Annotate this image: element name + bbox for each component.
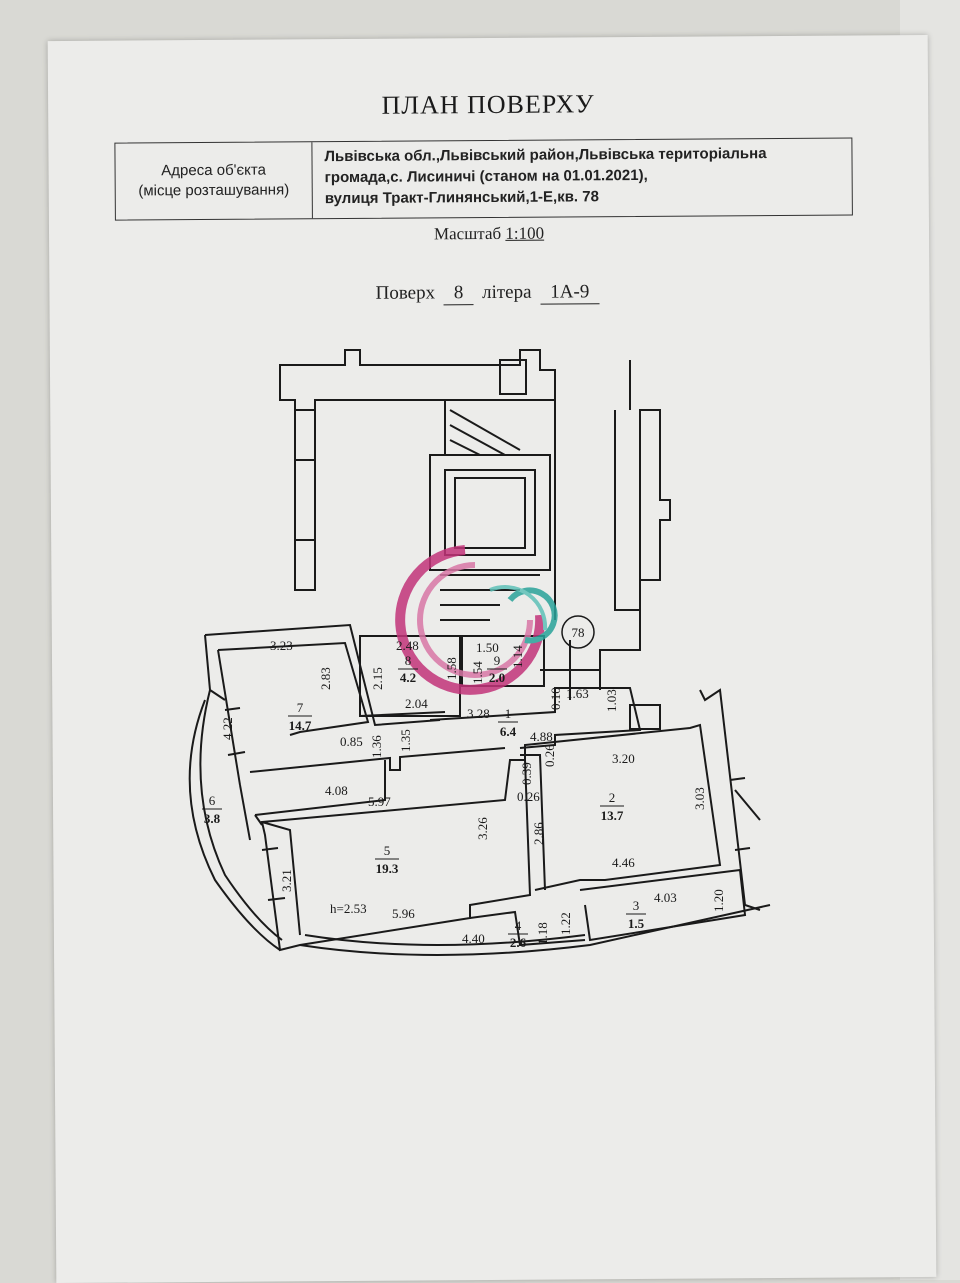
dimension-label: 1.58	[444, 657, 459, 680]
dimension-label: 1.50	[476, 640, 499, 655]
room-area: 3.8	[204, 811, 221, 826]
room-area: 6.4	[500, 724, 517, 739]
room-area: 4.2	[400, 670, 416, 685]
dimension-label: 2.83	[318, 667, 333, 690]
dimension-label: 2.15	[370, 667, 385, 690]
room-area: 2.6	[510, 935, 527, 950]
dimension-label: 3.03	[692, 787, 707, 810]
dimension-label: 0.39	[519, 762, 534, 785]
dimension-label: 3.23	[270, 638, 293, 653]
dimension-label: 4.08	[325, 783, 348, 798]
apartment-number: 78	[572, 625, 585, 640]
dimension-label: 5.97	[368, 794, 391, 809]
dimension-label: 0.26	[542, 744, 557, 767]
dimension-label: 5.96	[392, 906, 415, 921]
dimension-label: 1.54	[470, 661, 485, 684]
room-number: 2	[609, 790, 616, 805]
dimension-label: 3.21	[279, 869, 294, 892]
room-number: 9	[494, 653, 501, 668]
dimension-label: 3.20	[612, 751, 635, 766]
dimension-label: 4.40	[462, 931, 485, 946]
plan-walls	[188, 349, 771, 956]
dimension-label: 4.88	[530, 729, 553, 744]
dimension-label: 1.18	[535, 922, 550, 945]
dimension-label: 2.86	[531, 822, 546, 845]
room-number: 8	[405, 653, 412, 668]
dimension-label: 1.22	[558, 912, 573, 935]
dimension-label: 1.35	[398, 729, 413, 752]
dimension-label: 4.22	[220, 717, 235, 740]
room-number: 7	[297, 700, 304, 715]
room-area: 2.0	[489, 670, 505, 685]
dimension-label: 0.10	[548, 687, 563, 710]
dimension-label: 1.03	[604, 689, 619, 712]
dimension-label: 1.14	[510, 645, 525, 668]
dimension-label: 1.20	[711, 889, 726, 912]
apartment-number-circle	[561, 615, 595, 649]
dimension-label: 0.26	[517, 789, 540, 804]
dimension-label: 1.36	[369, 735, 384, 758]
dimension-label: 0.85	[340, 734, 363, 749]
room-area: 1.5	[628, 916, 645, 931]
watermark-logo	[395, 545, 558, 695]
dimension-label: 4.46	[612, 855, 635, 870]
room-number: 6	[209, 793, 216, 808]
dimension-label: 2.48	[396, 638, 419, 653]
dimension-label: 3.26	[475, 817, 490, 840]
room-area: 14.7	[289, 718, 312, 733]
dimension-label: 3.28	[467, 706, 490, 721]
room-number: 3	[633, 898, 640, 913]
dimension-labels: 3.23 2.83 4.22 0.85 1.36 1.35 4.08 2.48 …	[220, 638, 726, 946]
room-number: 5	[384, 843, 391, 858]
room-number: 4	[515, 918, 522, 933]
dimension-label: 1.63	[566, 686, 589, 701]
room-number: 1	[505, 706, 512, 721]
dimension-label: 4.03	[654, 890, 677, 905]
room-area: 13.7	[601, 808, 624, 823]
dimension-label: 2.04	[405, 696, 428, 711]
room-area: 19.3	[376, 861, 399, 876]
ceiling-height: h=2.53	[330, 901, 367, 916]
